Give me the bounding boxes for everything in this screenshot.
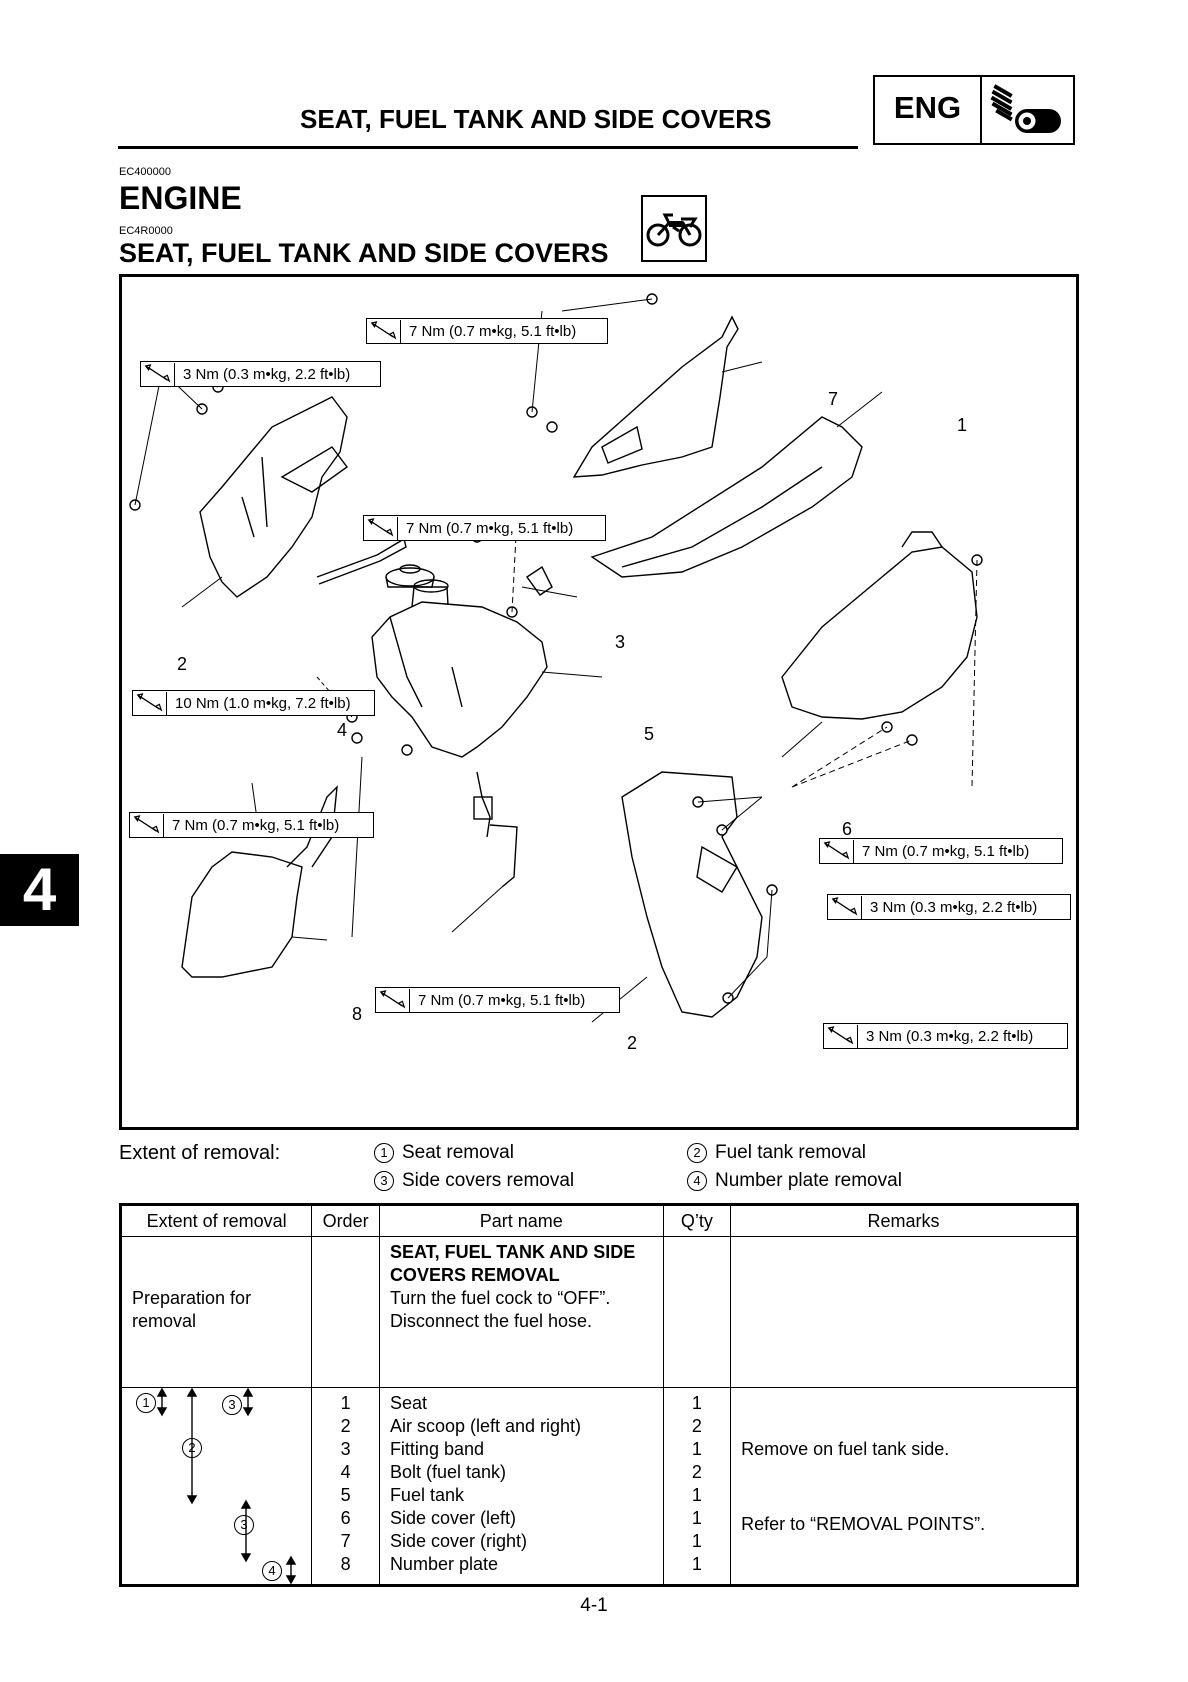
header-rule — [118, 146, 858, 149]
torque-label: 7 Nm (0.7 m•kg, 5.1 ft•lb) — [819, 838, 1063, 864]
column-header: Part name — [378, 1204, 664, 1237]
part-name: Fitting band — [389, 1439, 484, 1459]
extent-markers: 1 3 2 3 4 — [119, 1387, 313, 1586]
column-header: Q’ty — [662, 1204, 732, 1237]
parts-rows: 1 3 2 3 4 1 2 3 4 5 6 7 8 — [119, 1387, 1078, 1586]
part-callout: 2 — [177, 654, 188, 674]
extent-of-removal-label: Extent of removal: — [119, 1142, 281, 1164]
part-callout: 8 — [352, 1004, 363, 1024]
column-header: Order — [311, 1204, 380, 1237]
torque-wrench-icon — [824, 1024, 858, 1048]
torque-wrench-icon — [376, 988, 410, 1012]
chapter-tab: 4 — [0, 854, 79, 926]
fuel-cap-shape — [385, 567, 435, 587]
running-header-title: SEAT, FUEL TANK AND SIDE COVERS — [300, 104, 772, 134]
torque-label: 7 Nm (0.7 m•kg, 5.1 ft•lb) — [366, 318, 608, 344]
seat-shape — [590, 416, 863, 578]
page-number: 4-1 — [580, 1595, 608, 1616]
chapter-code: EC400000 — [119, 166, 171, 178]
part-name: Seat — [389, 1393, 427, 1413]
side-cover-right-shape — [572, 315, 739, 478]
motorcycle-icon — [646, 213, 702, 247]
part-name: Number plate — [389, 1554, 498, 1574]
part-callout: 5 — [644, 724, 655, 744]
torque-label: 7 Nm (0.7 m•kg, 5.1 ft•lb) — [129, 812, 374, 838]
part-callout: 6 — [842, 819, 853, 839]
section-badge-label: ENG — [875, 77, 982, 143]
air-scoop-right-shape — [621, 771, 763, 1018]
torque-wrench-icon — [828, 895, 862, 919]
torque-label: 3 Nm (0.3 m•kg, 2.2 ft•lb) — [140, 361, 381, 387]
torque-wrench-icon — [133, 691, 167, 715]
part-callout: 2 — [627, 1033, 638, 1053]
part-callout: 4 — [337, 720, 348, 740]
part-name: Side cover (left) — [389, 1508, 516, 1528]
side-cover-left-shape — [781, 546, 978, 720]
part-callout: 3 — [615, 632, 626, 652]
part-name: Side cover (right) — [389, 1531, 527, 1551]
torque-label: 7 Nm (0.7 m•kg, 5.1 ft•lb) — [375, 987, 620, 1013]
part-callout: 1 — [957, 415, 968, 435]
remark: Remove on fuel tank side. — [741, 1439, 950, 1459]
column-header: Remarks — [730, 1204, 1078, 1237]
torque-label: 7 Nm (0.7 m•kg, 5.1 ft•lb) — [363, 515, 606, 541]
chapter-title: ENGINE — [119, 180, 242, 216]
torque-wrench-icon — [130, 813, 164, 837]
torque-label: 3 Nm (0.3 m•kg, 2.2 ft•lb) — [827, 894, 1071, 920]
section-title: SEAT, FUEL TANK AND SIDE COVERS — [119, 238, 609, 268]
part-name: Bolt (fuel tank) — [389, 1462, 506, 1482]
torque-wrench-icon — [364, 516, 398, 540]
table-header-row: Extent of removal Order Part name Q’ty R… — [119, 1204, 1078, 1237]
torque-wrench-icon — [367, 319, 401, 343]
part-name: Fuel tank — [389, 1485, 464, 1505]
range-arrows — [156, 1388, 297, 1584]
fuel-tank-shape — [371, 601, 548, 758]
part-callout: 7 — [828, 389, 839, 409]
remark: Refer to “REMOVAL POINTS”. — [741, 1514, 986, 1534]
exploded-diagram: 7 Nm (0.7 m•kg, 5.1 ft•lb) 3 Nm (0.3 m•k… — [119, 274, 1079, 1130]
torque-label: 3 Nm (0.3 m•kg, 2.2 ft•lb) — [823, 1023, 1068, 1049]
section-badge: ENG — [873, 75, 1075, 145]
removal-table: Extent of removal Order Part name Q’ty R… — [119, 1203, 1079, 1587]
motorcycle-icon-box — [641, 195, 707, 262]
torque-wrench-icon — [820, 839, 854, 863]
torque-label: 10 Nm (1.0 m•kg, 7.2 ft•lb) — [132, 690, 375, 716]
torque-wrench-icon — [141, 362, 175, 386]
air-scoop-left-shape — [199, 396, 348, 598]
fitting-band-shape — [526, 565, 553, 596]
preparation-row: Preparation for removal SEAT, FUEL TANK … — [119, 1236, 1078, 1388]
number-plate-shape — [181, 851, 303, 978]
section-code: EC4R0000 — [119, 225, 173, 237]
column-header: Extent of removal — [119, 1204, 313, 1237]
part-name: Air scoop (left and right) — [389, 1416, 582, 1436]
parts-illustration — [129, 293, 983, 1023]
engine-icon — [990, 84, 1061, 133]
